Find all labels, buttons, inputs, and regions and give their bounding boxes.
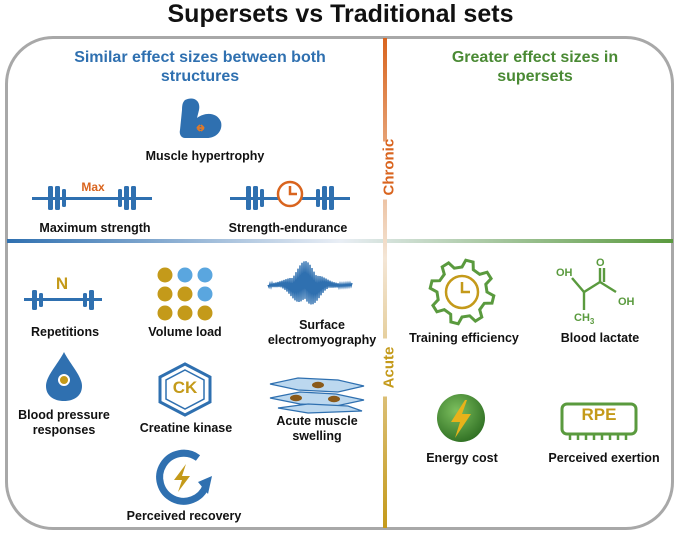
blood-pressure-label: Blood pressure responses [18,408,110,437]
emg-label: Surface electromyography [267,318,377,347]
rpe-badge: RPE [581,405,617,424]
ck-badge: CK [172,378,198,397]
swelling-label: Acute muscle swelling [276,414,358,443]
gear-clock-icon [428,258,496,326]
muscle-cells-icon [269,377,365,414]
horizontal-divider [7,239,673,243]
efficiency-label: Training efficiency [409,331,519,345]
energy-bolt-icon [437,394,485,442]
diagram-frame [5,36,674,530]
lactate-oh1: OH [556,267,573,279]
repetitions-label: Repetitions [30,325,100,339]
barbell-clock-icon [230,180,350,210]
strength-endurance-label: Strength-endurance [228,221,348,235]
blood-drop-icon [46,352,82,401]
lactate-structure-icon [571,268,617,310]
vertical-divider [383,38,387,528]
reps-badge: N [55,274,69,293]
recovery-label: Perceived recovery [126,509,242,523]
creatine-kinase-label: Creatine kinase [139,421,233,435]
volume-load-label: Volume load [148,325,222,339]
hypertrophy-label: Muscle hypertrophy [145,149,265,163]
greater-header: Greater effect sizes in supersets [451,49,619,85]
dumbbell-icon [24,290,102,310]
chronic-label: Chronic [378,139,400,200]
energy-label: Energy cost [426,451,498,465]
similar-header: Similar effect sizes between both struct… [74,49,326,85]
exertion-label: Perceived exertion [548,451,660,465]
max-badge: Max [81,180,105,194]
recovery-cycle-icon [156,449,212,505]
volume-dots-icon [157,267,213,321]
lactate-oh2: OH [618,296,635,308]
rpe-scale-icon [560,402,638,440]
hexagon-icon [158,362,212,417]
lactate-label: Blood lactate [560,331,640,345]
flexed-arm-icon [179,98,222,138]
lactate-o: O [596,257,605,269]
barbell-icon [32,186,152,210]
max-strength-label: Maximum strength [39,221,151,235]
lactate-ch3: CH3 [574,312,595,327]
emg-waveform-icon [267,261,353,305]
diagram-title: Supersets vs Traditional sets [167,0,514,28]
